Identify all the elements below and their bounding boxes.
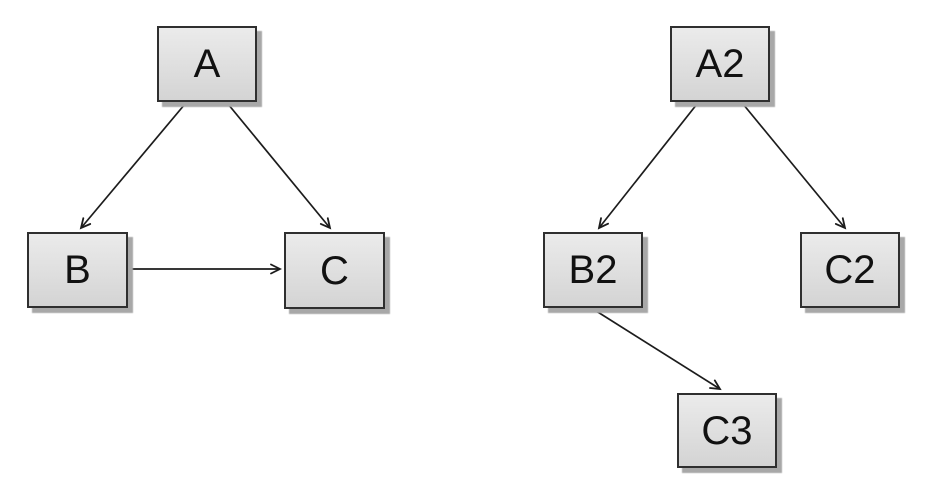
node-A2[interactable]: A2 — [670, 26, 770, 102]
edge-A-to-C[interactable] — [227, 103, 330, 228]
node-B[interactable]: B — [27, 232, 128, 308]
node-label: C2 — [824, 248, 876, 292]
node-B2[interactable]: B2 — [543, 232, 643, 308]
node-label: B2 — [568, 248, 618, 292]
node-label: A2 — [695, 42, 745, 86]
edge-A2-to-B2[interactable] — [599, 103, 698, 228]
node-label: C3 — [701, 408, 753, 453]
node-C[interactable]: C — [284, 232, 385, 309]
edge-B2-to-C3[interactable] — [592, 308, 720, 389]
node-C2[interactable]: C2 — [800, 232, 900, 308]
node-C3[interactable]: C3 — [677, 393, 777, 468]
edge-A2-to-C2[interactable] — [742, 103, 845, 228]
node-label: A — [193, 42, 221, 86]
edge-A-to-B[interactable] — [81, 103, 186, 228]
node-A[interactable]: A — [157, 26, 257, 102]
node-label: B — [64, 248, 91, 292]
node-label: C — [320, 248, 349, 293]
